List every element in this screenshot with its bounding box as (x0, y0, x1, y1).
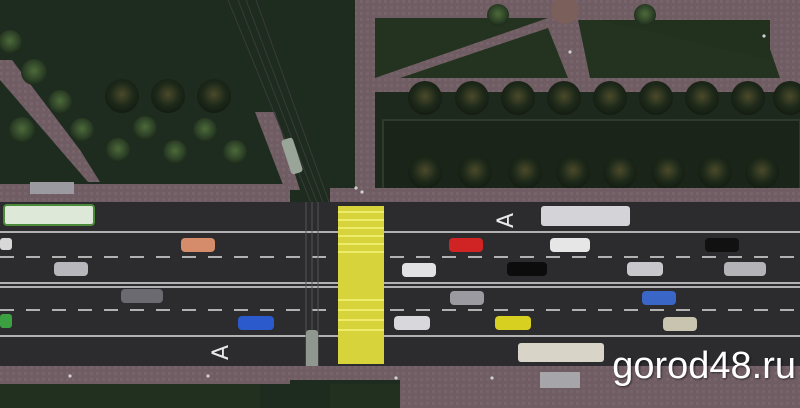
pedestrians (68, 34, 766, 380)
lane-lines (0, 231, 800, 337)
bottom-sidewalk-paving-left (0, 366, 290, 384)
pedestrian-crossing (338, 206, 384, 364)
bus-green-left (3, 204, 95, 226)
left-bus-shelter (30, 182, 74, 194)
park-lawn-left (375, 18, 548, 78)
bottom-lawn-mid (330, 384, 400, 408)
watermark-text: gorod48.ru (612, 345, 796, 387)
right-sidewalk-top (330, 188, 800, 204)
bottom-lawn-left (0, 384, 260, 408)
park-lawn-right2 (600, 20, 770, 60)
hedge-inner (382, 119, 800, 191)
tram-on-road (306, 330, 318, 370)
road (0, 202, 800, 368)
left-path (0, 60, 100, 182)
tram-top (281, 137, 303, 175)
bottom-sidewalk-paving-right (400, 366, 800, 408)
cars (0, 238, 766, 331)
bus-white-bottom (518, 343, 604, 362)
trees-park (408, 4, 800, 189)
crossing-stripes (338, 211, 384, 331)
road-marking-right: A (494, 213, 519, 228)
park-lawn-mid (400, 28, 568, 78)
road-marking-left: A (209, 345, 234, 360)
bottom-bus-shelter (540, 372, 580, 388)
bus-white-top (541, 206, 630, 226)
trees-left (0, 30, 247, 164)
left-path-2 (255, 112, 300, 190)
plaza-fountain (551, 0, 579, 24)
park-side-walk (355, 0, 375, 190)
bottom-sidewalk-mid (290, 366, 400, 380)
